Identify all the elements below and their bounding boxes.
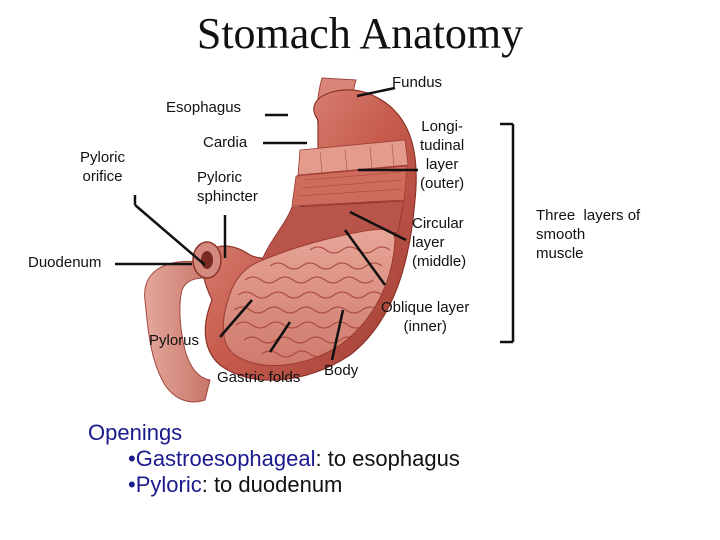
label-oblique-line1: Oblique layer [381,299,470,316]
three-layers-bracket [500,122,515,344]
label-circular-line1: Circular [412,215,464,232]
openings-heading: Openings [88,420,183,445]
longitudinal-muscle-band [297,139,409,176]
label-pyloric-sphincter-line1: Pyloric [197,169,243,186]
openings-section: Openings •Gastroesophageal: to esophagus… [88,420,460,498]
label-circular-line3: (middle) [412,253,467,270]
label-cardia: Cardia [203,134,248,151]
label-circular-line2: layer [412,234,445,251]
openings-destination: : to duodenum [201,472,343,497]
label-fundus: Fundus [392,74,443,91]
page-title: Stomach Anatomy [196,9,524,58]
label-pyloric-orifice-line1: Pyloric [80,149,126,166]
gastric-mucosa [222,228,396,366]
label-three-layers-line3: muscle [536,245,584,262]
label-longitudinal-line2: tudinal [420,137,465,154]
label-pylorus: Pylorus [149,332,200,349]
duodenum-tube [144,260,211,403]
openings-term: Gastroesophageal [135,446,316,471]
openings-bullet: • [128,446,136,471]
label-esophagus: Esophagus [166,99,242,116]
gastric-folds-pattern [233,246,391,358]
leader-lines [115,86,418,361]
label-oblique-line2: (inner) [403,318,447,335]
openings-item: •Gastroesophageal: to esophagus [88,446,460,472]
label-pyloric-sphincter-line2: sphincter [197,188,258,205]
label-pyloric-orifice: Pyloric orifice [80,148,125,186]
pyloric-orifice [201,251,213,269]
openings-destination: : to esophagus [315,446,460,471]
label-longitudinal-layer: Longi- tudinal layer (outer) [420,117,464,193]
label-longitudinal-line4: (outer) [420,175,465,192]
label-pyloric-orifice-line2: orifice [82,168,123,185]
label-body: Body [324,362,359,379]
label-three-layers-line2: smooth [536,226,586,243]
label-three-layers-line1: Three layers of [536,207,641,224]
label-longitudinal-line1: Longi- [421,118,463,135]
label-gastric-folds: Gastric folds [217,369,301,386]
openings-item: •Pyloric: to duodenum [88,472,460,498]
openings-term: Pyloric [135,472,202,497]
label-circular-layer: Circular layer (middle) [412,214,466,271]
label-longitudinal-line3: layer [425,156,459,173]
label-duodenum: Duodenum [28,254,102,271]
openings-bullet: • [128,472,136,497]
label-oblique-layer: Oblique layer (inner) [381,298,469,336]
label-pyloric-sphincter: Pyloric sphincter [197,168,258,206]
label-three-layers: Three layers of smooth muscle [536,206,640,263]
